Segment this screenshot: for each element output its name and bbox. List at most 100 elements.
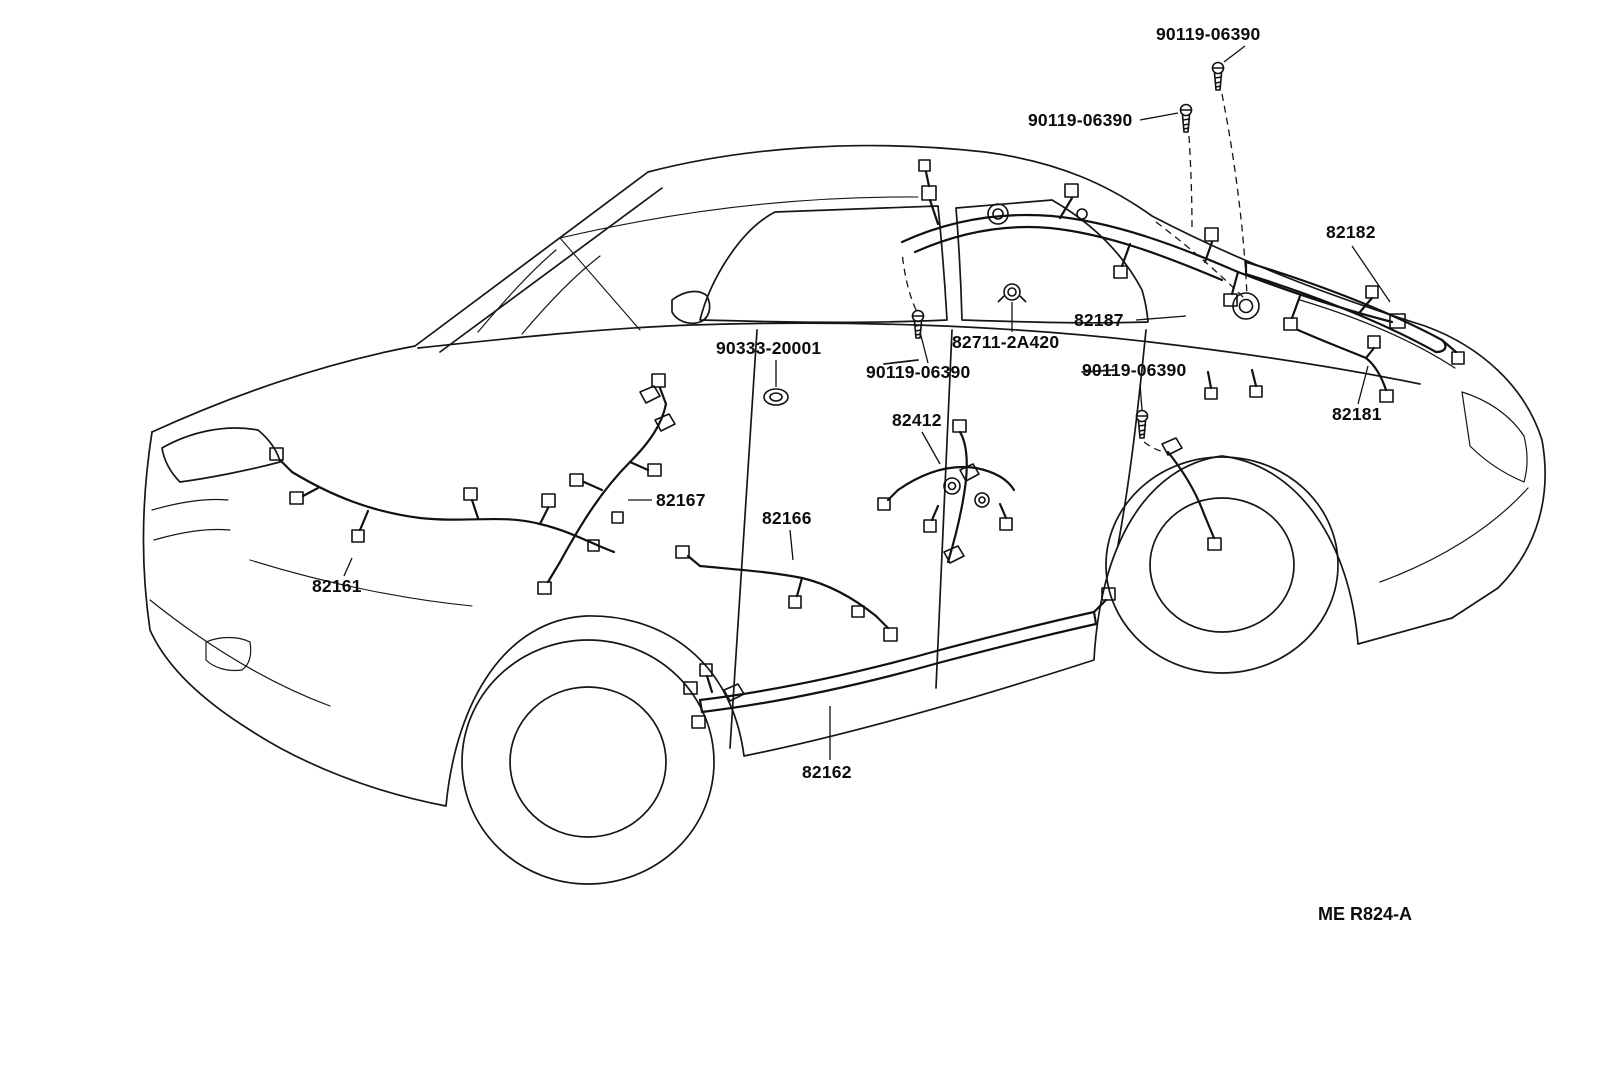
connector: [1101, 587, 1116, 601]
label-82187: 82187: [1074, 310, 1124, 330]
harness-branch: [1120, 242, 1132, 268]
harness-branch: [301, 486, 320, 498]
grille-line-2: [153, 528, 231, 541]
headlamp: [161, 427, 281, 483]
harness-wire: [290, 470, 616, 554]
far-roof-rail: [559, 196, 919, 239]
harness-branch: [1364, 346, 1376, 360]
label-bolt-upper: 90119-06390: [1028, 110, 1132, 130]
harness-rocker-82162: [683, 587, 1116, 729]
harness-wire: [1244, 272, 1438, 354]
leader-line: [789, 529, 794, 561]
far-a-pillar: [559, 237, 641, 331]
label-82166: 82166: [762, 508, 812, 528]
harness-wire: [700, 622, 1098, 714]
grommet-90333: [763, 388, 789, 406]
beltline: [417, 322, 1421, 385]
harness-branch: [1358, 296, 1374, 314]
leader-line: [1139, 383, 1143, 411]
front-door-window: [699, 205, 948, 324]
rear-bumper-line: [1379, 487, 1529, 583]
grommet-ring: [1232, 292, 1260, 320]
harness-branch: [998, 502, 1008, 520]
connector: [1283, 317, 1298, 331]
connector: [851, 605, 865, 618]
harness-branch: [686, 554, 702, 568]
connector: [537, 581, 552, 595]
connector: [1204, 387, 1218, 400]
harness-branch: [1203, 240, 1214, 264]
front-door-handle: [883, 359, 919, 365]
connector: [463, 487, 478, 501]
harness-wire: [698, 610, 1096, 702]
harness-rear-82181: [1204, 292, 1394, 403]
wiper-right: [521, 255, 601, 335]
pillar-clip: [943, 545, 965, 564]
connector: [647, 463, 662, 477]
connector: [877, 497, 891, 511]
connector: [611, 511, 624, 524]
harness-rear-82182: [1244, 260, 1465, 365]
harness-wire: [913, 225, 1224, 282]
connector: [699, 663, 713, 677]
leader-line: [919, 331, 929, 364]
harness-wire: [1166, 450, 1216, 540]
ring-terminal: [947, 481, 957, 491]
harness-branch: [658, 386, 668, 406]
side-mirror: [671, 290, 711, 325]
rear-door-handle: [1081, 369, 1115, 373]
b-pillar-cut: [935, 329, 953, 689]
car-body-outline: [142, 144, 1546, 807]
leader-line: [1139, 112, 1179, 121]
connector: [921, 185, 937, 201]
harness-front-82161: [269, 447, 616, 554]
connector: [351, 529, 365, 543]
label-82181: 82181: [1332, 404, 1382, 424]
harness-branch: [795, 576, 804, 598]
trunk-crease: [1299, 299, 1456, 369]
connector: [1451, 351, 1465, 365]
harness-branch: [470, 498, 480, 520]
connector: [651, 373, 666, 388]
connector: [541, 493, 556, 508]
harness-b-pillar: [943, 419, 980, 564]
harness-wire: [1244, 260, 1444, 342]
front-wheel-tire: [461, 639, 715, 885]
rear-wheel-rim: [1149, 497, 1295, 633]
ring-terminal: [974, 492, 990, 508]
leader-lines: [343, 45, 1391, 760]
harness-branch: [1290, 294, 1302, 320]
wheels: [461, 456, 1339, 885]
connector: [788, 595, 802, 609]
connector: [691, 715, 706, 729]
dashed-leader: [1188, 135, 1193, 229]
body-upper-silhouette: [151, 144, 1546, 619]
front-wheel-rim: [509, 686, 667, 838]
harness-wire: [698, 564, 878, 618]
harness-branch: [546, 560, 562, 584]
harness-wire: [558, 402, 668, 564]
leader-line: [1223, 45, 1246, 63]
label-bolt-mid: 90119-06390: [866, 362, 970, 382]
connector: [1113, 265, 1128, 279]
connector: [289, 491, 304, 505]
screw-90119-lower: [1135, 409, 1149, 439]
connector: [952, 419, 967, 433]
front-bumper-crease: [149, 599, 331, 707]
pillar-clip: [959, 463, 980, 482]
harness-branch: [582, 480, 604, 492]
connector: [1064, 183, 1079, 198]
front-door-cut: [729, 329, 758, 749]
harness-branch: [628, 460, 650, 472]
harness-branch: [1206, 370, 1213, 390]
connector: [1249, 385, 1263, 398]
far-body-line: [249, 559, 473, 607]
harness-floor-82166: [675, 545, 898, 642]
connector: [883, 627, 898, 642]
harness-branch: [924, 170, 940, 226]
pillar-clip: [723, 683, 745, 702]
grommet-ring: [1238, 298, 1254, 314]
harness-wire: [1244, 260, 1447, 354]
harness-branch: [278, 458, 294, 474]
